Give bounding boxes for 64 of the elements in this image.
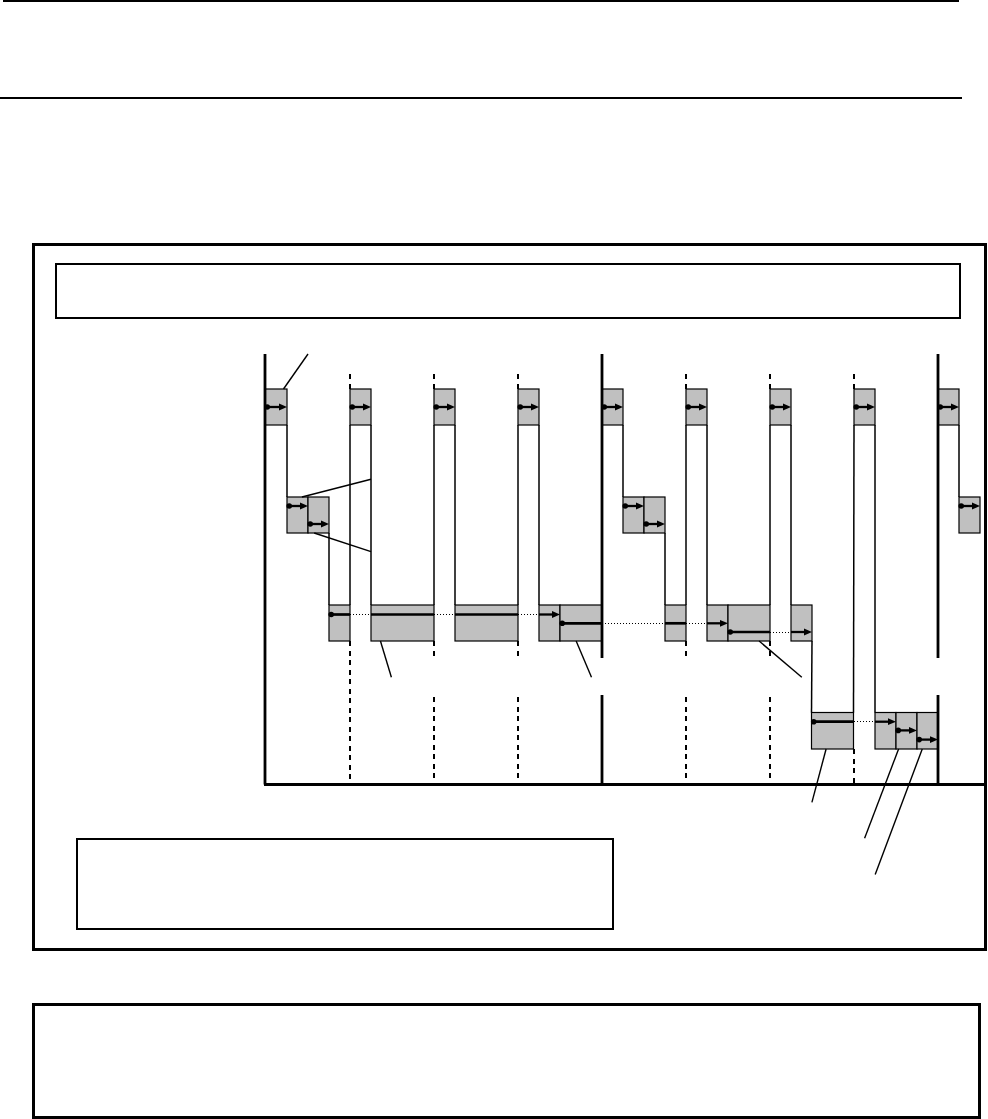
shaded-bar: [328, 604, 351, 642]
shaded-bar: [706, 604, 729, 642]
outline-box: [32, 243, 987, 951]
shaded-bar: [853, 388, 876, 426]
shaded-bar: [790, 604, 813, 642]
connector-line: [433, 424, 435, 606]
leader-line: [313, 532, 372, 553]
dotted-line: [517, 614, 540, 615]
leader-line: [379, 640, 393, 678]
shaded-bar: [916, 711, 939, 750]
leader-line: [758, 640, 803, 678]
shaded-bar: [601, 388, 624, 426]
outline-box: [32, 1003, 981, 1119]
shaded-bar: [349, 388, 372, 426]
connector-line: [454, 424, 456, 606]
shaded-bar: [895, 711, 918, 750]
connector-line: [810, 640, 813, 714]
dotted-line: [349, 614, 372, 615]
connector-line: [874, 424, 876, 714]
connector-line: [852, 424, 855, 714]
shaded-bar: [538, 604, 561, 642]
shaded-bar: [685, 388, 708, 426]
connector-line: [790, 424, 792, 606]
connector-line: [349, 424, 351, 606]
shaded-bar: [643, 496, 666, 534]
dotted-line: [433, 614, 456, 615]
shaded-bar: [810, 711, 855, 750]
dotted-line: [685, 622, 708, 624]
leader-line: [575, 640, 593, 678]
shaded-bar: [264, 388, 288, 426]
leader-line: [301, 478, 372, 498]
shaded-bar: [664, 604, 687, 642]
shaded-bar: [433, 388, 456, 426]
connector-line: [622, 424, 624, 498]
shaded-bar: [769, 388, 792, 426]
leader-line: [282, 353, 309, 390]
connector-line: [958, 424, 960, 498]
shaded-bar: [622, 496, 645, 534]
leader-line: [811, 748, 827, 804]
shaded-bar: [727, 604, 771, 642]
leader-line: [874, 748, 923, 876]
connector-line: [769, 424, 771, 606]
shaded-bar: [517, 388, 540, 426]
shaded-bar: [874, 711, 897, 750]
shaded-bar: [307, 496, 330, 534]
shaded-bar: [286, 496, 309, 534]
connector-line: [328, 532, 330, 606]
shaded-bar: [958, 496, 981, 534]
shaded-bar: [454, 604, 519, 642]
outline-box: [76, 838, 614, 930]
connector-line: [685, 424, 687, 606]
outline-box: [55, 263, 961, 319]
shaded-bar: [937, 388, 960, 426]
connector-line: [517, 424, 519, 606]
shaded-bar: [559, 604, 603, 642]
connector-line: [664, 532, 666, 606]
connector-line: [370, 424, 372, 606]
dotted-line: [769, 631, 792, 633]
dotted-line: [853, 721, 876, 723]
leader-line: [863, 748, 900, 839]
connector-line: [538, 424, 540, 606]
shaded-bar: [370, 604, 435, 642]
connector-line: [286, 424, 288, 498]
connector-line: [706, 424, 708, 606]
